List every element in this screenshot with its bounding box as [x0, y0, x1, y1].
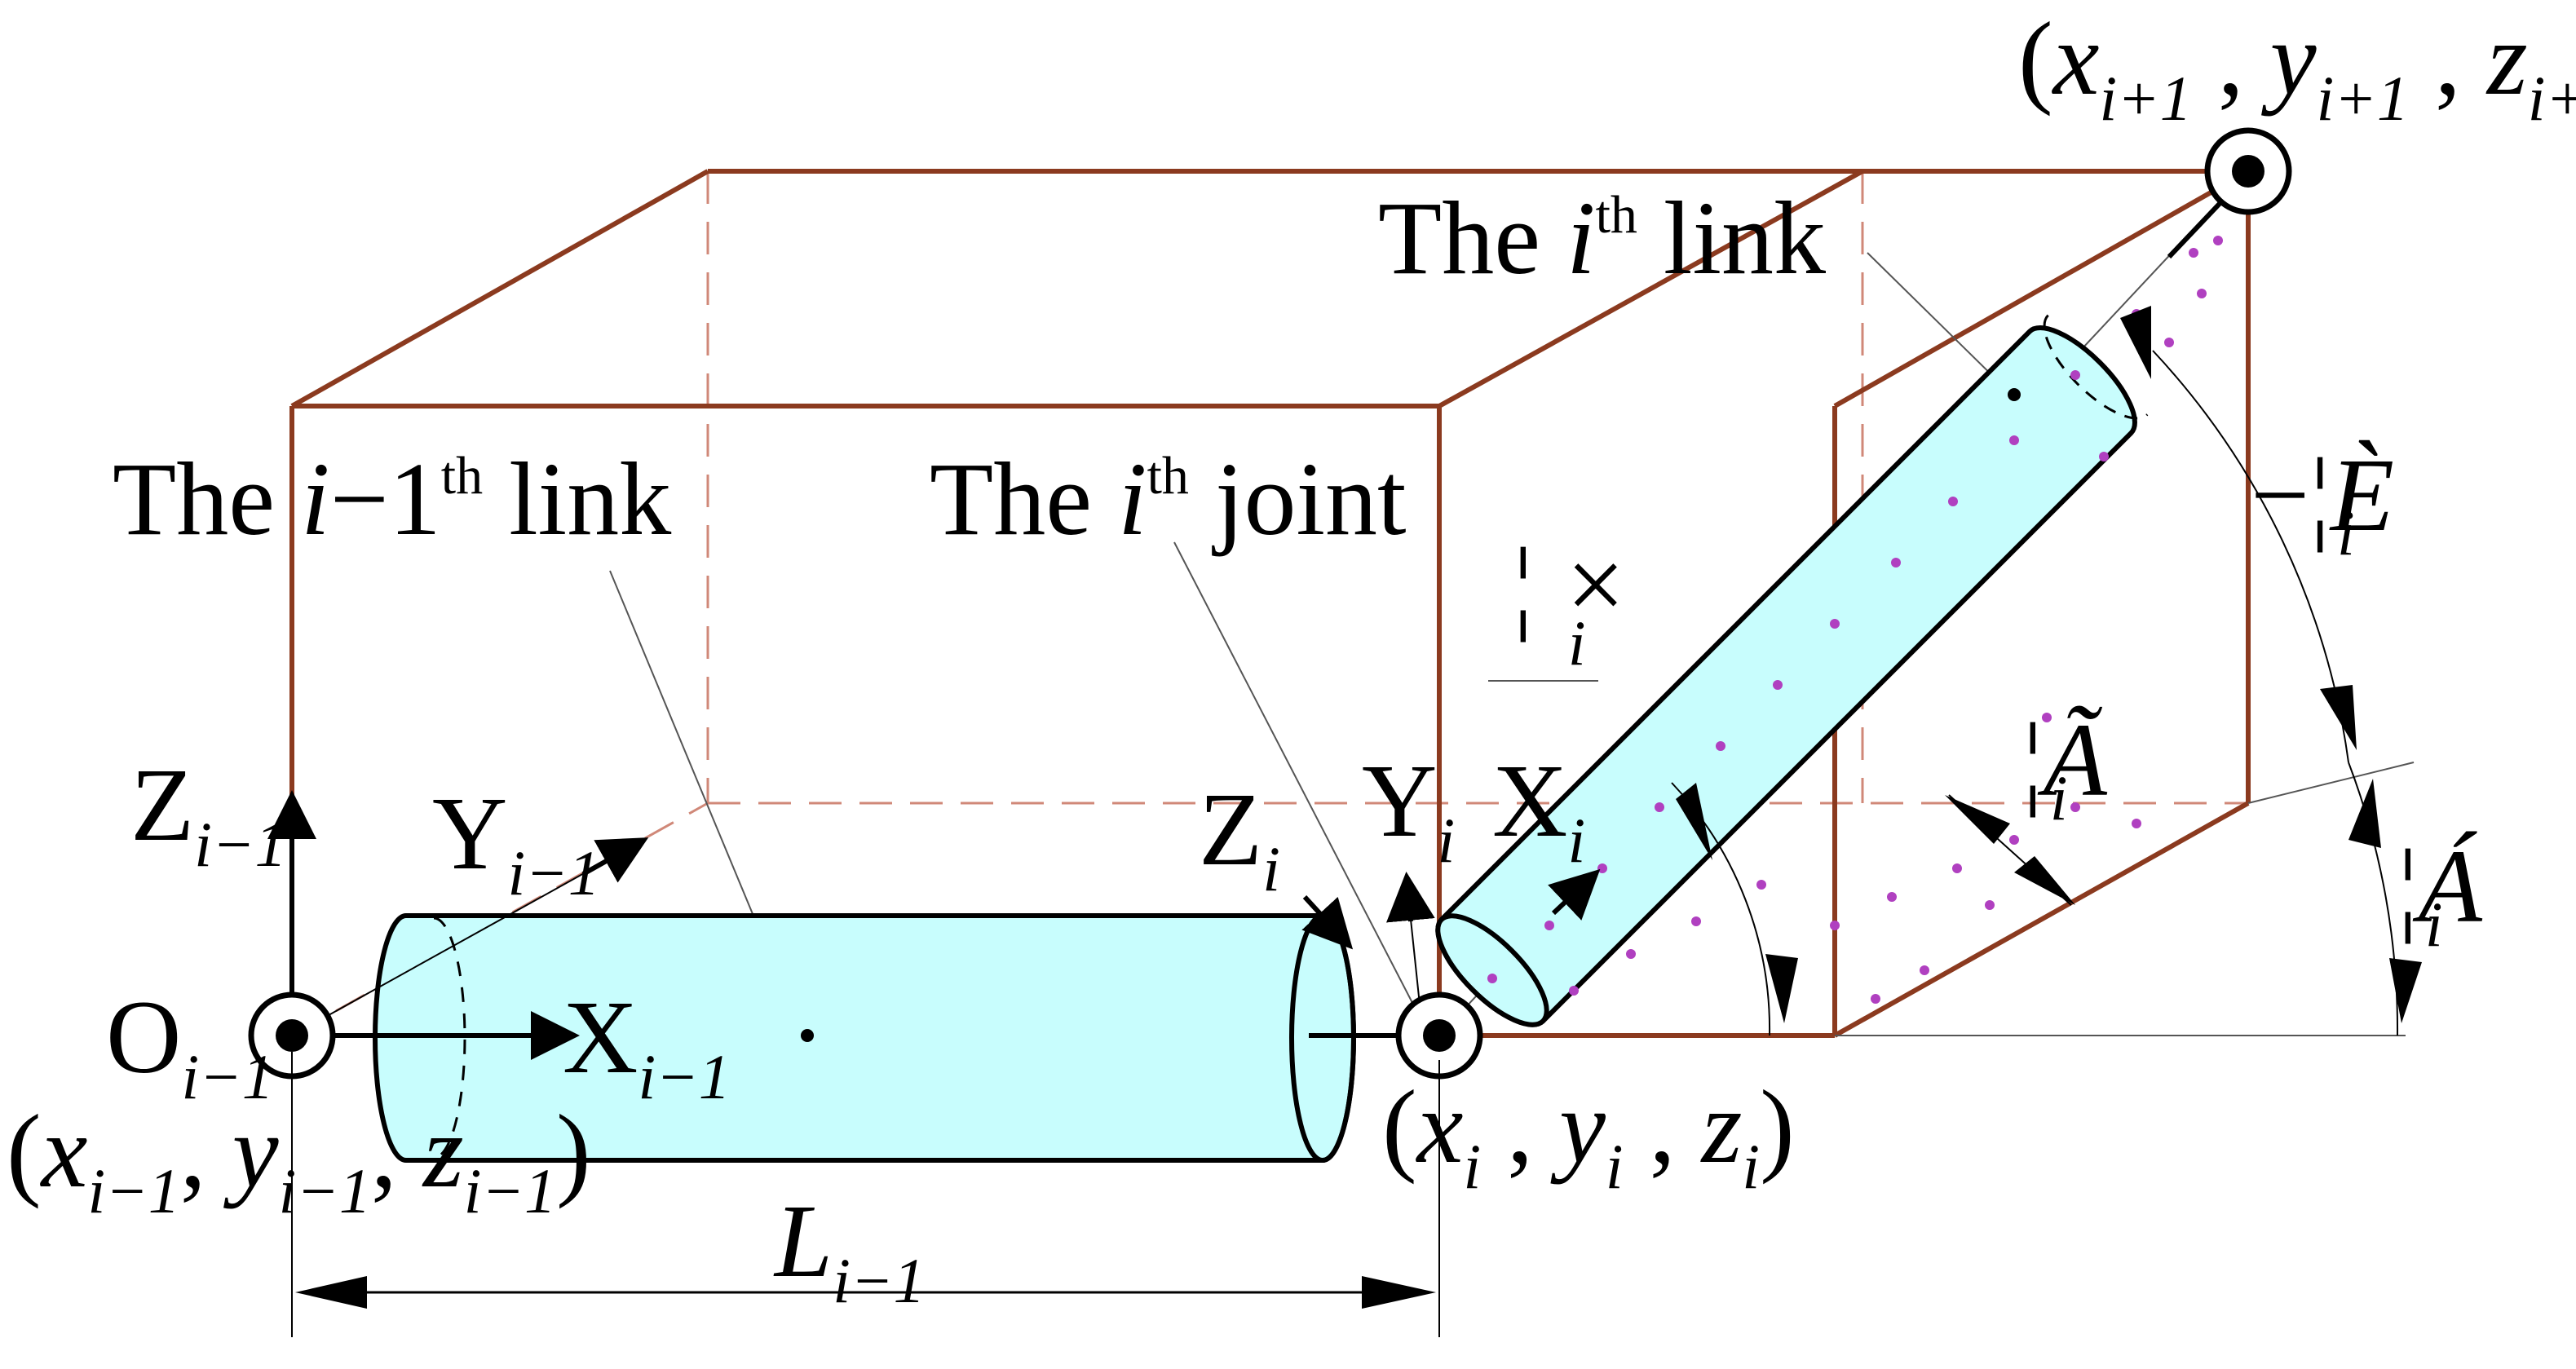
joint-next-symbol: [2204, 127, 2292, 215]
link-prev-label: The i−1th link: [113, 441, 671, 557]
joint-prev-symbol: [248, 991, 336, 1080]
joint-i-symbol: [1395, 991, 1483, 1080]
y-prev-label: Yi−1: [432, 775, 600, 908]
angle-times-label: ¦×i: [1513, 527, 1625, 678]
link-i-cylinder: [1435, 314, 2149, 1027]
joint-i-label: The ith joint: [930, 441, 1407, 557]
projection-dots: [1487, 236, 2223, 1004]
length-dimension: [291, 1052, 1440, 1337]
axis-x-i-arrow: [1548, 868, 1601, 921]
coord-prev-label: (xi−1, yi−1, zi−1): [7, 1093, 591, 1226]
angle-gamma-label: ¦Ãi: [2022, 702, 2108, 833]
axis-z-i-arrow: [1301, 894, 1354, 950]
y-i-label: Yi: [1362, 743, 1455, 876]
axis-y-i-arrow: [1386, 872, 1435, 923]
link-i-label: The ith link: [1378, 180, 1826, 296]
angle-alpha-label: ¦Ái: [2397, 828, 2483, 960]
axis-y-prev-arrow: [581, 837, 649, 883]
coord-next-label: (xi+1 , yi+1 , zi+1): [2018, 1, 2576, 134]
z-prev-label: Zi−1: [130, 747, 287, 880]
angle-theta-label: −¦Èi: [2251, 437, 2394, 568]
x-prev-label: Xi−1: [563, 979, 731, 1112]
coord-i-label: (xi , yi , zi): [1382, 1069, 1795, 1202]
angle-arrowheads: [1676, 306, 2422, 1023]
z-i-label: Zi: [1199, 771, 1280, 904]
length-label: Li−1: [773, 1183, 926, 1316]
x-i-label: Xi: [1492, 743, 1585, 876]
o-prev-label: Oi−1: [106, 979, 274, 1112]
